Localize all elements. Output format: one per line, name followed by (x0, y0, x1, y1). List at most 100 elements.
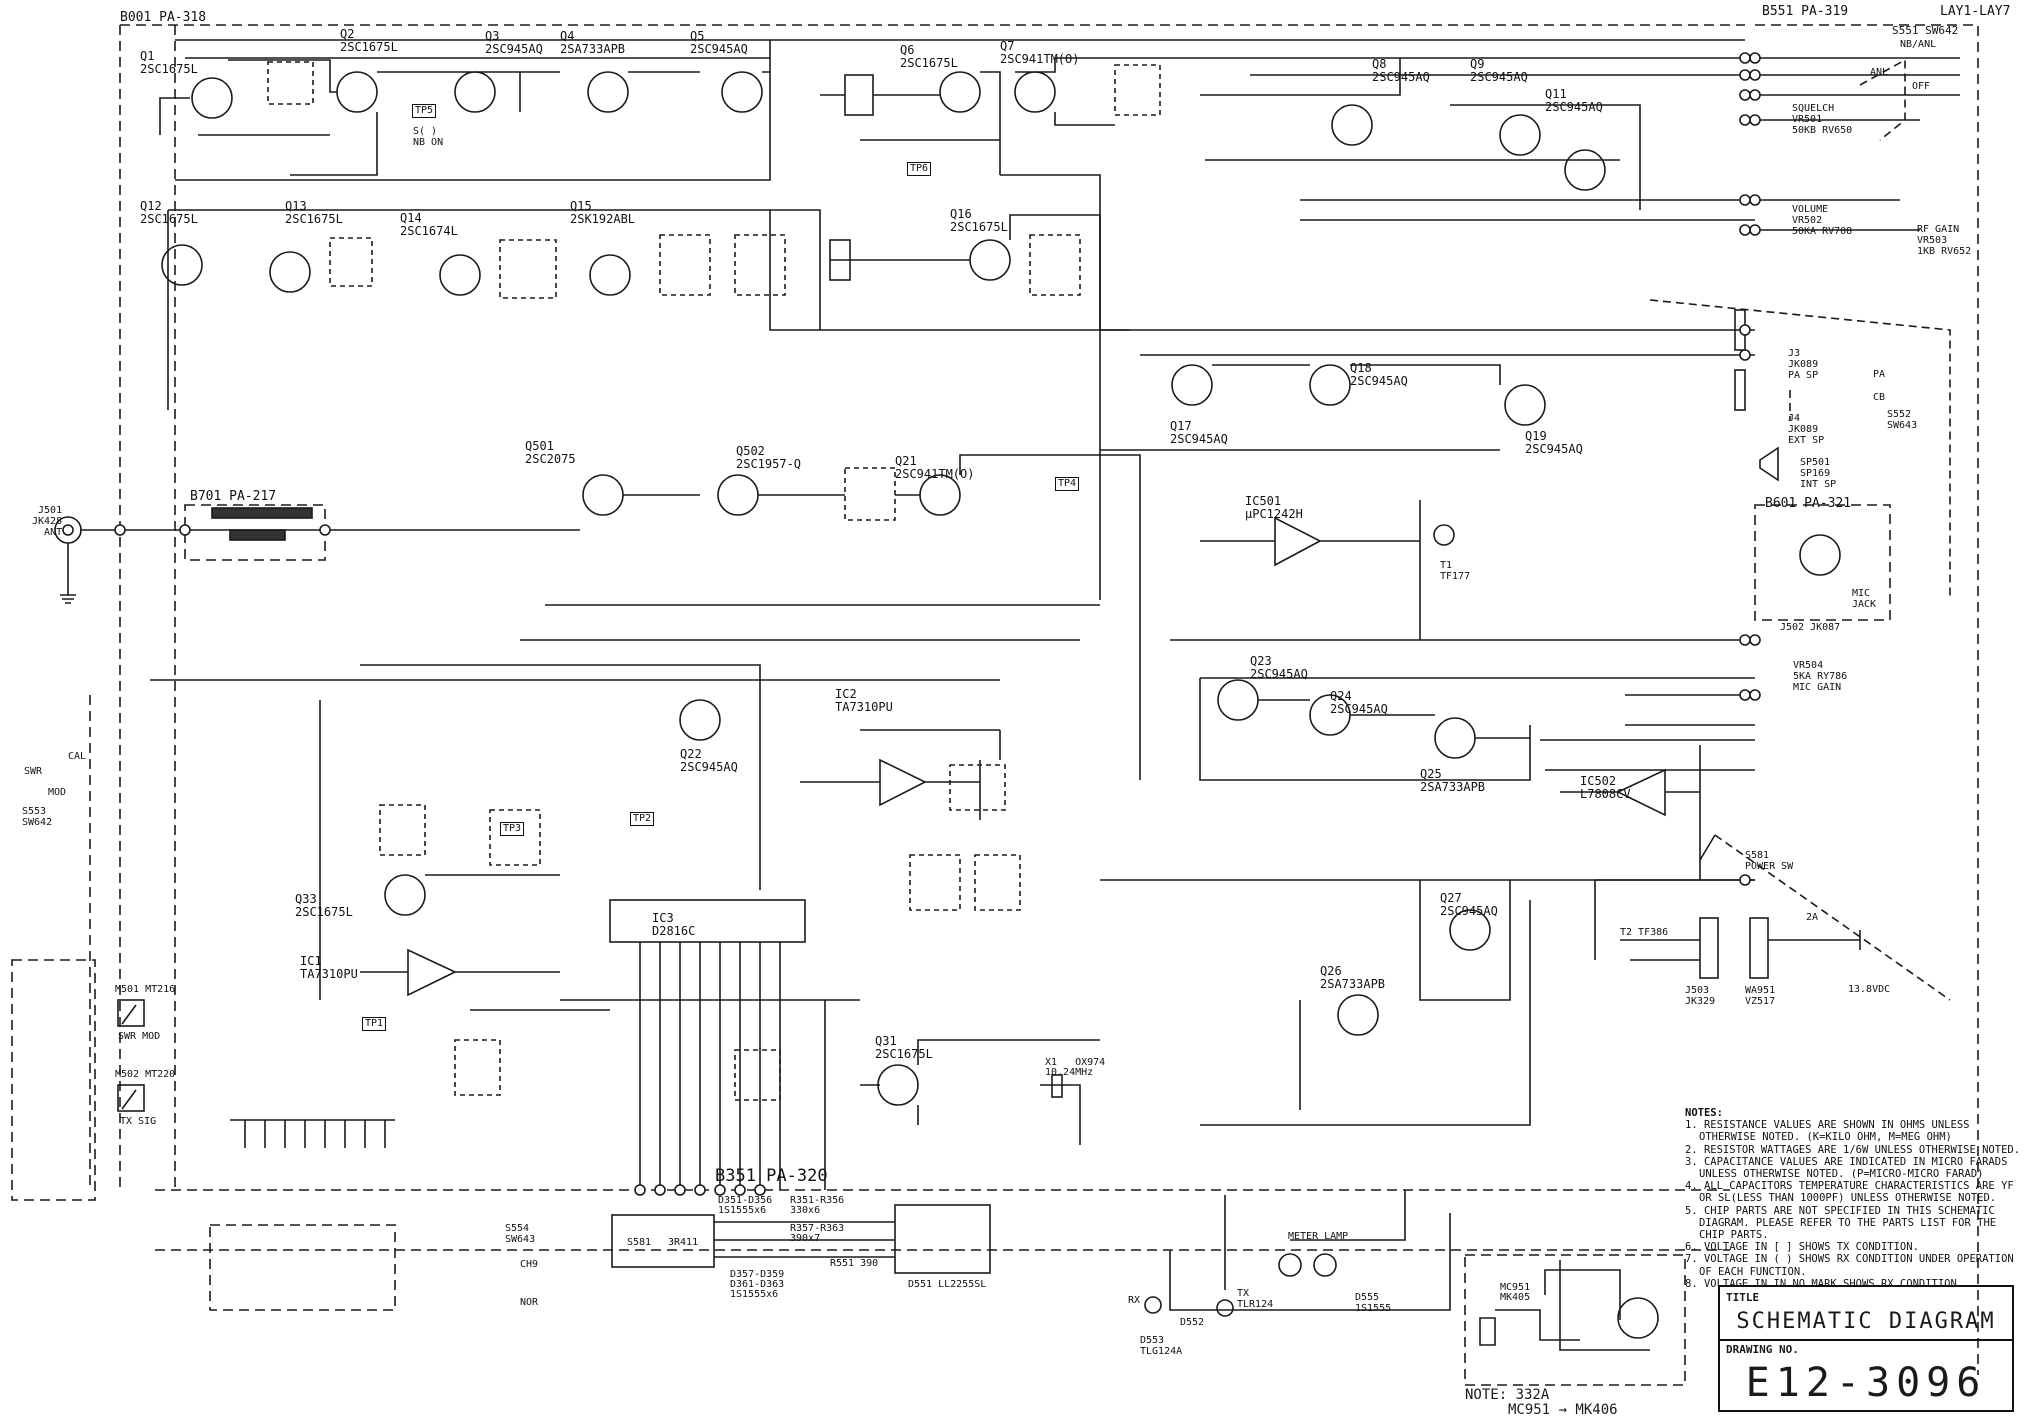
board-outlines (11, 24, 1979, 1386)
notes-header: NOTES: (1685, 1107, 1723, 1119)
tp4-label: TP4 (1055, 477, 1080, 491)
s553-label: S553 SW642 (22, 806, 53, 828)
component-label-q16: Q16 2SC1675L (950, 208, 1008, 234)
component-label-ic501: IC501 μPC1242H (1245, 495, 1303, 521)
component-ref: Q25 (1420, 767, 1442, 781)
mic-note-line1: NOTE: 332A (1465, 1387, 1550, 1403)
component-label-q17: Q17 2SC945AQ (1170, 420, 1228, 446)
fuse-label: 2A (1806, 912, 1819, 923)
l2-can (1114, 64, 1161, 116)
component-label-ic3: IC3 D2816C (652, 912, 695, 938)
component-ref: Q23 (1250, 654, 1272, 668)
component-part: 2SC945AQ (1545, 100, 1603, 114)
q7-symbol (1014, 71, 1056, 113)
component-ref: IC1 (300, 954, 322, 968)
l15-can (844, 467, 896, 521)
q11-symbol (1564, 149, 1606, 191)
component-ref: Q26 (1320, 964, 1342, 978)
ft2-filter (829, 239, 851, 281)
component-ref: Q19 (1525, 429, 1547, 443)
component-part: 2SC1675L (140, 212, 198, 226)
cal-label: CAL (68, 751, 87, 762)
tx-sig-label: TX SIG (120, 1116, 157, 1127)
d551-display (894, 1204, 991, 1274)
t2-label: T2 TF386 (1620, 927, 1669, 938)
component-ref: Q2 (340, 27, 355, 41)
drawing-title: SCHEMATIC DIAGRAM (1736, 1309, 1996, 1334)
rx-led-label: RX (1128, 1295, 1141, 1306)
component-part: 2SA733APB (1320, 977, 1386, 991)
component-part: 2SC945AQ (1470, 70, 1528, 84)
swr-mod-label: SWR MOD (118, 1031, 161, 1042)
q25-symbol (1434, 717, 1476, 759)
l23-can (734, 1049, 781, 1101)
mic-element (1479, 1317, 1496, 1346)
tp6-label: TP6 (907, 162, 932, 176)
mic-jack-socket (1799, 534, 1841, 576)
mic-jack-label: MIC JACK (1852, 588, 1877, 610)
component-ref: Q12 (140, 199, 162, 213)
board-label-b351: B351 PA-320 (715, 1166, 828, 1186)
j503-label: J503 JK329 (1685, 985, 1716, 1007)
component-label-q4: Q4 2SA733APB (560, 30, 625, 56)
j3-label: J3 JK089 PA SP (1788, 348, 1819, 381)
component-ref: Q21 (895, 454, 917, 468)
board-b601-outline (1754, 504, 1891, 621)
tp1-label: TP1 (362, 1017, 387, 1031)
component-part: 2SC1675L (900, 56, 958, 70)
l4-can (499, 239, 557, 299)
nb-anl-label: NB/ANL (1900, 39, 1937, 50)
q15-symbol (589, 254, 631, 296)
component-label-q6: Q6 2SC1675L (900, 44, 958, 70)
note-item: 4. ALL CAPACITORS TEMPERATURE CHARACTERI… (1685, 1180, 2014, 1205)
q23-symbol (1217, 679, 1259, 721)
mod-label: MOD (48, 787, 67, 798)
q33-symbol (384, 874, 426, 916)
ch9-label: CH9 (520, 1259, 539, 1270)
ic2-amp (879, 758, 927, 807)
component-ref: Q6 (900, 43, 915, 57)
component-ref: Q3 (485, 29, 500, 43)
component-part: 2SC941TM(O) (1000, 52, 1080, 66)
s552-label: S552 SW643 (1887, 409, 1918, 431)
r357-label: R357-R363 390x7 (790, 1223, 845, 1244)
int-speaker (1759, 446, 1779, 482)
q9-symbol (1499, 114, 1541, 156)
notes-block: NOTES: 1. RESISTANCE VALUES ARE SHOWN IN… (1685, 1107, 2025, 1290)
component-part: μPC1242H (1245, 507, 1303, 521)
drawing-number: E12-3096 (1745, 1360, 1987, 1406)
component-part: 2SC1957-Q (736, 457, 802, 471)
q502-symbol (717, 474, 759, 516)
component-label-q501: Q501 2SC2075 (525, 440, 576, 466)
component-label-q15: Q15 2SK192ABL (570, 200, 635, 226)
component-ref: Q24 (1330, 689, 1352, 703)
q31-symbol (877, 1064, 919, 1106)
b701-shield-2 (229, 529, 286, 541)
board-label-b601: B601 PA-321 (1765, 496, 1852, 511)
meter-lamp-1 (1278, 1253, 1302, 1277)
q2-symbol (336, 71, 378, 113)
component-label-ic2: IC2 TA7310PU (835, 688, 893, 714)
component-label-q26: Q26 2SA733APB (1320, 965, 1385, 991)
nor-label: NOR (520, 1297, 539, 1308)
component-ref: IC501 (1245, 494, 1282, 508)
l19-can (909, 854, 961, 911)
component-part: 2SC1675L (340, 40, 398, 54)
component-label-q19: Q19 2SC945AQ (1525, 430, 1583, 456)
d552-led (1216, 1299, 1234, 1317)
q18-symbol (1309, 364, 1351, 406)
component-ref: Q31 (875, 1034, 897, 1048)
board-label-b001: B001 PA-318 (120, 10, 207, 25)
component-part: 2SC1675L (875, 1047, 933, 1061)
title-label: TITLE (1726, 1291, 1760, 1304)
note-item: 1. RESISTANCE VALUES ARE SHOWN IN OHMS U… (1685, 1119, 1970, 1144)
vr504-label: VR504 5KA RY786 MIC GAIN (1793, 660, 1848, 693)
component-label-q7: Q7 2SC941TM(O) (1000, 40, 1079, 66)
component-part: 2SC945AQ (1350, 374, 1408, 388)
wa951-connector (1749, 917, 1769, 979)
component-label-q27: Q27 2SC945AQ (1440, 892, 1498, 918)
component-ref: Q15 (570, 199, 592, 213)
component-label-q3: Q3 2SC945AQ (485, 30, 543, 56)
component-ref: Q22 (680, 747, 702, 761)
